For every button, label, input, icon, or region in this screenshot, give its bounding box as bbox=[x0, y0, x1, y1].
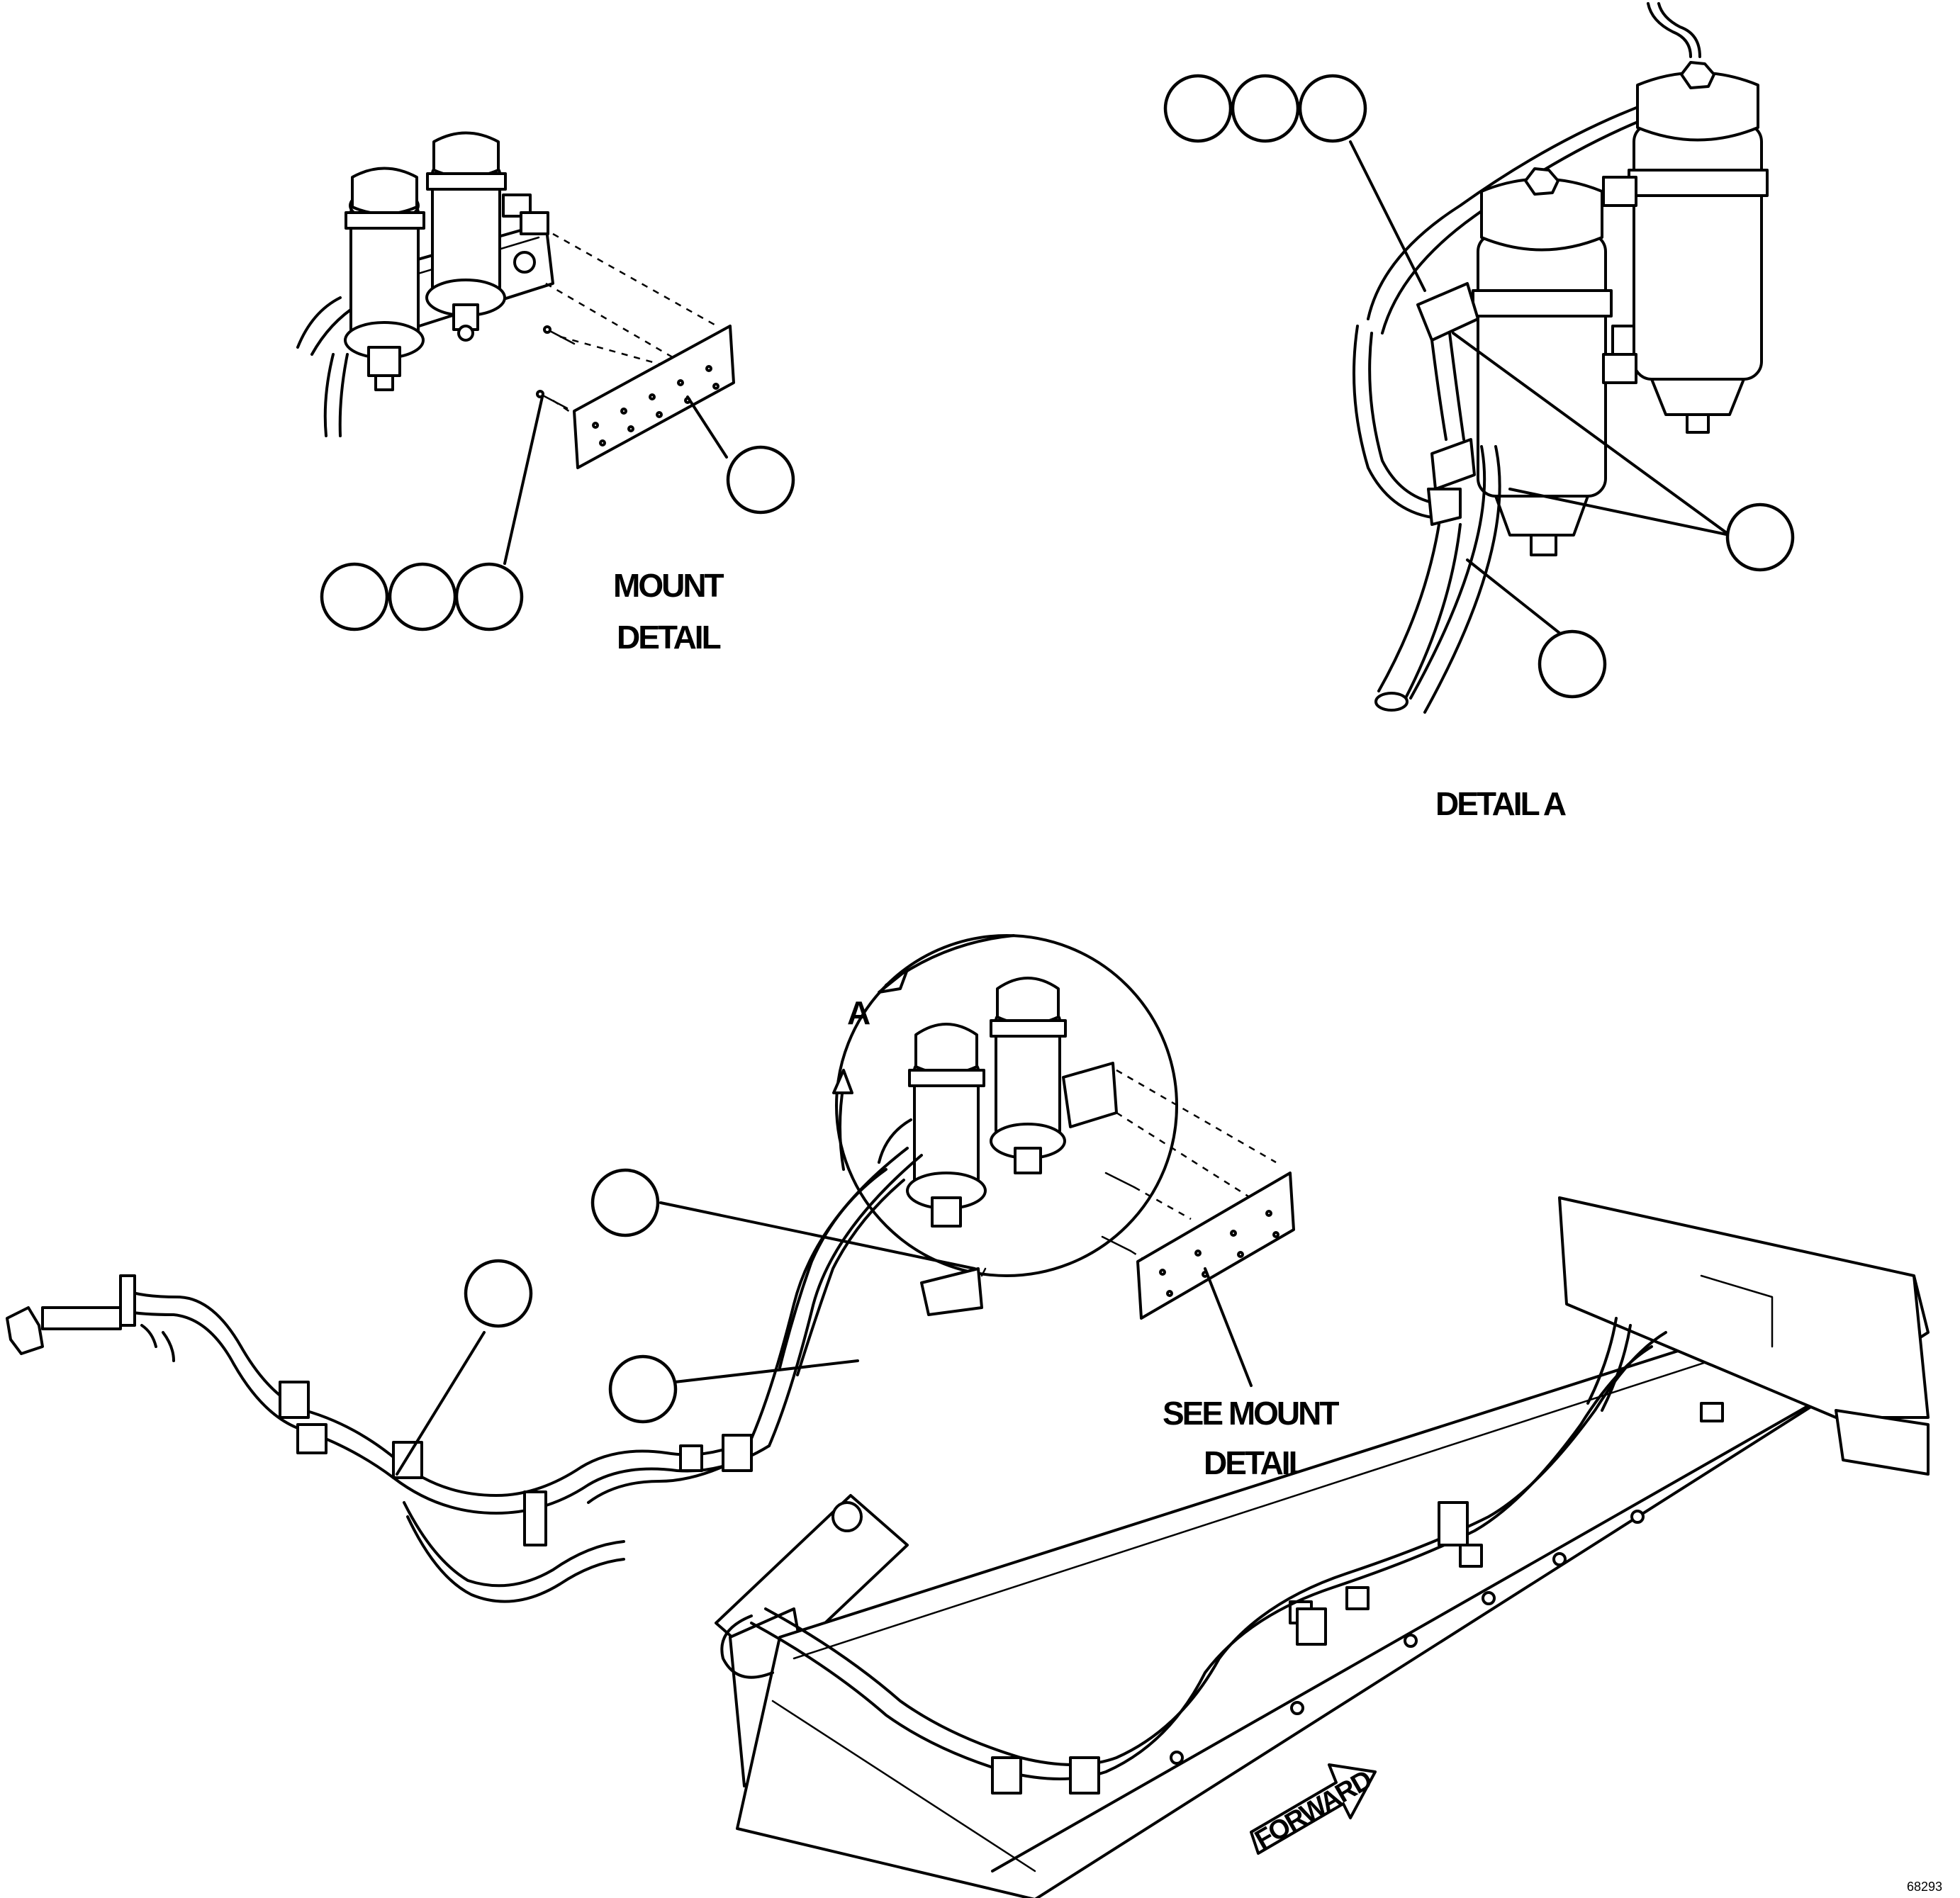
callout-fitting-3 bbox=[1298, 74, 1367, 143]
callout-plate bbox=[726, 445, 795, 515]
callout-bolt-3 bbox=[454, 562, 524, 631]
fuel-filter-front bbox=[1472, 167, 1613, 556]
callout-elbows bbox=[1725, 502, 1795, 572]
main-mounting-plate bbox=[1136, 1172, 1295, 1320]
mount-detail-title-line1: MOUNT bbox=[613, 567, 724, 604]
callout-fitting-2 bbox=[1231, 74, 1300, 143]
callout-return-hose bbox=[1538, 629, 1607, 699]
fuel-filter-rear bbox=[1628, 61, 1769, 434]
see-mount-detail-line1: SEE MOUNT bbox=[1163, 1395, 1339, 1432]
view-marker-a: A bbox=[847, 994, 870, 1031]
magnified-filter-right bbox=[990, 977, 1067, 1174]
callout-bolt-1 bbox=[320, 562, 389, 631]
mount-detail-view: MOUNT DETAIL bbox=[296, 131, 795, 656]
forward-label: FORWARD bbox=[1250, 1765, 1377, 1855]
callout-fitting-1 bbox=[1163, 74, 1233, 143]
main-assembly-view: A SEE bbox=[6, 934, 1930, 1898]
forward-arrow: FORWARD bbox=[1250, 1763, 1377, 1855]
callout-clamp bbox=[464, 1259, 533, 1328]
fuel-filter-right bbox=[425, 131, 507, 342]
magnified-filter-left bbox=[906, 1023, 987, 1228]
detail-a-view: DETAIL A bbox=[1163, 2, 1795, 822]
callout-bracket bbox=[590, 1168, 660, 1237]
detail-a-title: DETAIL A bbox=[1435, 785, 1566, 822]
mount-detail-title-line2: DETAIL bbox=[617, 619, 721, 656]
fuel-filter-left bbox=[344, 167, 425, 391]
mounting-plate bbox=[573, 325, 735, 469]
callout-supply-hose bbox=[608, 1354, 678, 1424]
callout-bolt-2 bbox=[388, 562, 457, 631]
figure-number: 68293 bbox=[1907, 1880, 1942, 1894]
frame-crossmember bbox=[715, 1196, 1930, 1898]
